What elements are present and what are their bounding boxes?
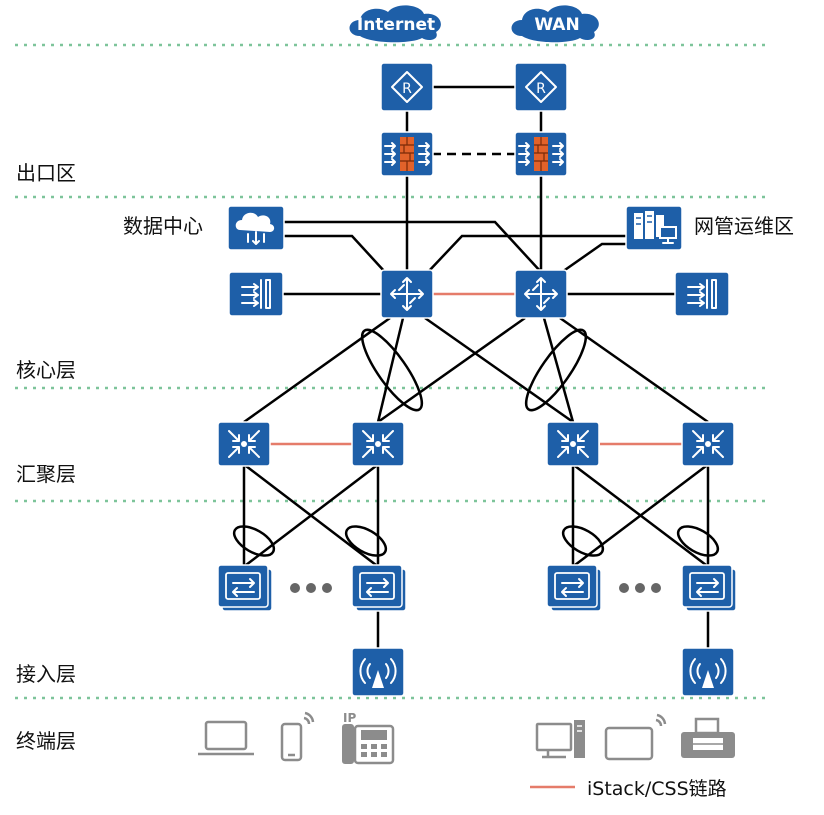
trunk-ellipse-access-3 [561, 525, 605, 557]
aggregation-switch-icon [351, 421, 405, 467]
trunk-ellipse-access-2 [344, 525, 388, 557]
more-switches-ellipsis [290, 583, 332, 593]
aggregation-switch-icon [681, 421, 735, 467]
trunk-ellipse-core-right [524, 328, 588, 412]
link-dc-core1 [283, 234, 386, 273]
core-switch-icon [380, 269, 434, 319]
side-appliance-icon [228, 271, 284, 317]
aggregation-switch-icon [546, 421, 600, 467]
link-dc-core2 [283, 220, 542, 273]
trunk-ellipse-core-left [360, 328, 424, 412]
link-core1-agg3 [424, 316, 574, 424]
link-agg4-acc3 [574, 465, 707, 566]
link-agg2-acc1 [245, 465, 377, 566]
core-switch-icon [514, 269, 568, 319]
links [242, 85, 710, 650]
wireless-ap-icon [681, 647, 735, 697]
layer-label-core: 核心层 [16, 358, 76, 382]
link-core2-agg4 [559, 316, 709, 424]
nms-label: 网管运维区 [694, 214, 794, 238]
router-icon [380, 62, 434, 112]
ip-phone-icon: IP [342, 711, 395, 765]
access-switch-icon [351, 564, 407, 612]
layer-label-egress: 出口区 [16, 161, 76, 185]
layer-label-access: 接入层 [16, 662, 76, 686]
desktop-pc-icon [535, 720, 585, 759]
router-icon [514, 62, 568, 112]
link-core2-agg2 [377, 316, 526, 424]
link-core2-agg3 [542, 317, 575, 423]
trunk-ellipse-access-1 [232, 525, 276, 557]
laptop-icon [198, 720, 254, 756]
ip-label: IP [343, 711, 356, 725]
firewall-icon [514, 131, 568, 177]
wireless-ap-icon [351, 647, 405, 697]
wan-cloud: WAN [511, 5, 599, 43]
cloud-server-icon [227, 205, 285, 251]
data-center-label: 数据中心 [123, 214, 203, 238]
access-switch-icon [681, 564, 737, 612]
wan-label: WAN [534, 15, 579, 35]
tablet-icon [604, 713, 667, 761]
side-appliance-icon [674, 271, 730, 317]
internet-label: Internet [357, 15, 435, 35]
legend-istack-label: iStack/CSS链路 [587, 778, 727, 800]
layer-label-aggregation: 汇聚层 [16, 462, 76, 486]
access-switch-icon [546, 564, 602, 612]
link-nms-core2 [561, 242, 627, 274]
layer-label-terminal: 终端层 [16, 729, 76, 753]
link-core1-agg2 [376, 317, 405, 423]
trunk-ellipse-access-4 [676, 525, 720, 557]
link-core1-agg1 [243, 316, 391, 424]
aggregation-switch-icon [217, 421, 271, 467]
server-monitor-icon [625, 205, 683, 251]
mobile-phone-icon [280, 711, 315, 762]
printer-icon [681, 717, 735, 758]
link-nms-core1 [427, 234, 627, 273]
legend: iStack/CSS链路 [530, 778, 727, 800]
internet-cloud: Internet [349, 5, 441, 43]
link-aggregation-ellipses [232, 328, 720, 557]
more-switches-ellipsis [619, 583, 661, 593]
access-switch-icon [217, 564, 273, 612]
firewall-icon [380, 131, 434, 177]
